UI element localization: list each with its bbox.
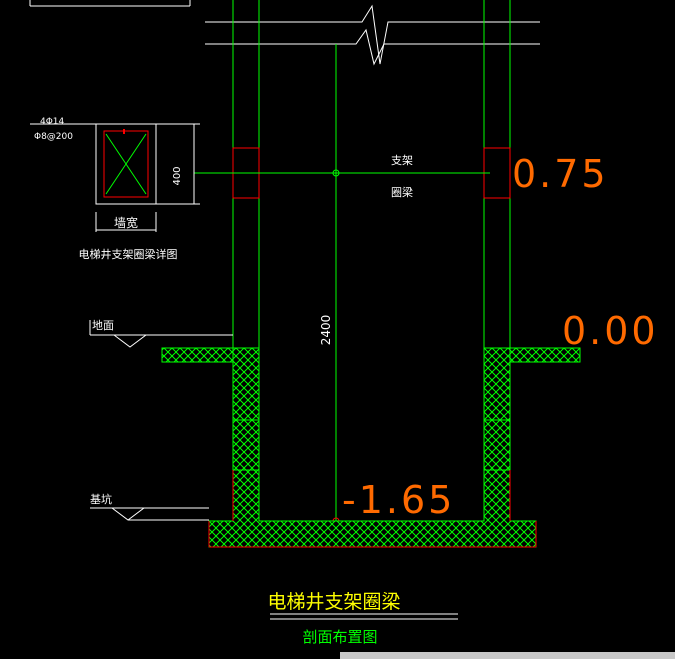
- ground-level-label: 地面: [92, 319, 114, 332]
- pit-level-label: 基坑: [90, 492, 112, 506]
- beam-label-support: 支架: [391, 154, 413, 167]
- wall-width-label: 墙宽: [114, 215, 138, 230]
- rebar-stirrup-label: Φ8@200: [34, 132, 73, 142]
- elevation-pit-bottom: -1.65: [342, 478, 455, 522]
- rebar-main-label: 4Φ14: [40, 117, 65, 127]
- detail-height-dimension: 400: [172, 166, 183, 185]
- depth-dimension-label: 2400: [319, 315, 333, 346]
- detail-caption: 电梯井支架圈梁详图: [79, 247, 178, 261]
- ground-level-marker: [89, 320, 233, 348]
- pit-concrete-hatch: [161, 347, 581, 548]
- drawing-subtitle: 剖面布置图: [302, 628, 377, 646]
- pit-level-marker: [90, 507, 209, 521]
- break-line-top: [205, 4, 540, 66]
- elevation-ground: 0.00: [562, 309, 659, 353]
- elevation-beam-top: 0.75: [512, 152, 609, 196]
- top-left-frame-corner: [29, 0, 191, 7]
- ring-beam-detail: [30, 123, 200, 232]
- bottom-toolbar-strip: [340, 652, 675, 659]
- beam-label-ring: 圈梁: [391, 185, 413, 199]
- drawing-title: 电梯井支架圈梁: [267, 591, 400, 613]
